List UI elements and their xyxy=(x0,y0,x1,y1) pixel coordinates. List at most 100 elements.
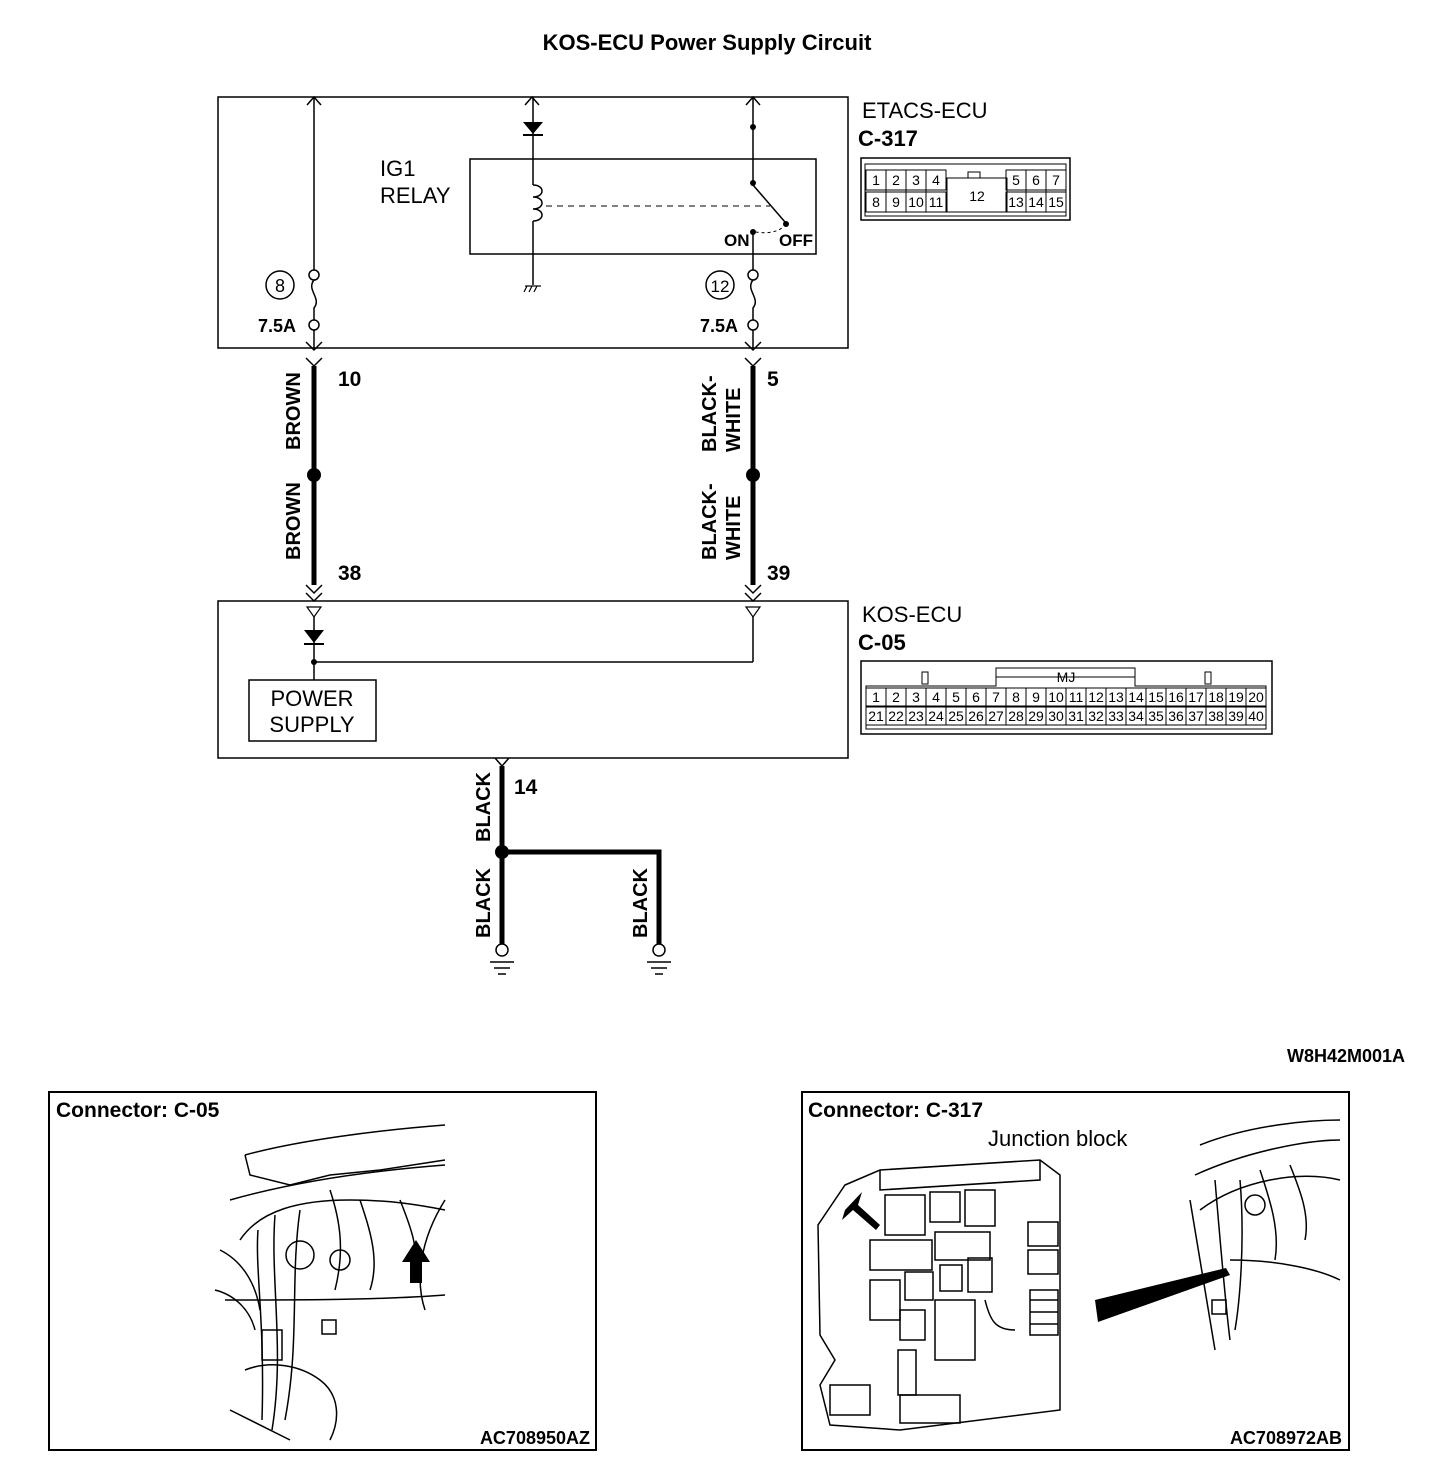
pin: 33 xyxy=(1108,708,1124,724)
relay-ground-icon xyxy=(523,285,541,293)
pin: 25 xyxy=(948,708,964,724)
pin: 17 xyxy=(1188,689,1204,705)
wire-color-brown-upper: BROWN xyxy=(283,372,305,450)
fuse-terminal xyxy=(308,269,320,281)
wire-color-black-3: BLACK xyxy=(630,867,652,938)
pin: 5 xyxy=(952,689,960,705)
arrow-icon xyxy=(842,1192,880,1230)
pin: 31 xyxy=(1068,708,1084,724)
wire-color-bw-lower-2: WHITE xyxy=(723,496,745,560)
wire-color-bw-upper-1: BLACK- xyxy=(699,375,721,452)
panel-left-title: Connector: C-05 xyxy=(56,1099,220,1122)
ground-icon xyxy=(647,943,671,975)
kos-ecu-label: KOS-ECU xyxy=(862,602,962,627)
fuse-terminal xyxy=(747,319,759,331)
connector-c05-panel xyxy=(48,1091,597,1451)
fuse-12-rating: 7.5A xyxy=(700,316,738,336)
wire-color-brown-lower: BROWN xyxy=(283,482,305,560)
fuse-12-number: 12 xyxy=(711,277,730,296)
pin: 7 xyxy=(1052,172,1060,188)
pin: 5 xyxy=(1012,172,1020,188)
pin: 32 xyxy=(1088,708,1104,724)
pin: 11 xyxy=(1069,689,1084,705)
wire-color-black-1: BLACK xyxy=(473,771,495,842)
ig1-relay-box xyxy=(469,158,817,255)
relay-coil-icon xyxy=(532,184,543,285)
mj-label: MJ xyxy=(1057,669,1076,685)
relay-switch-blade xyxy=(752,184,786,223)
switch-off-label: OFF xyxy=(779,231,813,250)
pin: 38 xyxy=(1208,708,1224,724)
pin-14-label: 14 xyxy=(514,776,538,799)
power-supply-label-1: POWER xyxy=(270,686,353,711)
pin: 7 xyxy=(992,689,1000,705)
pin: 12 xyxy=(969,188,985,204)
pin: 35 xyxy=(1148,708,1164,724)
pin: 1 xyxy=(872,172,880,188)
wire-color-bw-lower-1: BLACK- xyxy=(699,483,721,560)
connector-c317-face xyxy=(860,157,1071,221)
pin: 34 xyxy=(1128,708,1144,724)
pin: 21 xyxy=(868,708,884,724)
pin-10-label: 10 xyxy=(338,368,361,391)
pin: 13 xyxy=(1008,194,1024,210)
pin: 24 xyxy=(928,708,944,724)
pin: 10 xyxy=(1048,689,1064,705)
pin: 30 xyxy=(1048,708,1064,724)
wire-black-ground xyxy=(494,757,662,945)
etacs-connector-label: C-317 xyxy=(858,126,918,151)
pin: 4 xyxy=(932,689,940,705)
pin: 8 xyxy=(872,194,880,210)
arrow-icon xyxy=(402,1240,430,1283)
connector-c317-pins: 1 2 3 4 5 6 7 12 8 9 10 11 13 14 15 xyxy=(872,172,1064,210)
pin-39-label: 39 xyxy=(767,562,790,585)
panel-right-title: Connector: C-317 xyxy=(808,1099,983,1122)
pin: 13 xyxy=(1108,689,1124,705)
relay-label-ig1: IG1 xyxy=(380,156,415,181)
pin: 37 xyxy=(1188,708,1204,724)
pin-38-label: 38 xyxy=(338,562,362,585)
wire-color-black-2: BLACK xyxy=(473,867,495,938)
kos-ecu-box xyxy=(217,600,849,759)
pin: 22 xyxy=(888,708,904,724)
pin: 14 xyxy=(1028,194,1044,210)
pin: 36 xyxy=(1168,708,1184,724)
fuse-8-number: 8 xyxy=(275,276,285,296)
pin: 15 xyxy=(1048,194,1064,210)
etacs-ecu-label: ETACS-ECU xyxy=(862,98,988,123)
pin: 19 xyxy=(1228,689,1244,705)
pin: 10 xyxy=(908,194,924,210)
pin: 18 xyxy=(1208,689,1224,705)
fuse-terminal xyxy=(747,269,759,281)
fuse-12-icon xyxy=(750,279,756,320)
pin-5-label: 5 xyxy=(767,368,779,391)
pointer-wedge-icon xyxy=(1095,1268,1230,1322)
pin: 2 xyxy=(892,172,900,188)
ground-icon xyxy=(490,943,514,975)
pin: 2 xyxy=(892,689,900,705)
pin: 4 xyxy=(932,172,940,188)
kos-connector-label: C-05 xyxy=(858,630,906,655)
wire-brown xyxy=(305,341,323,603)
pin: 29 xyxy=(1028,708,1044,724)
pin: 28 xyxy=(1008,708,1024,724)
panel-left-code: AC708950AZ xyxy=(480,1428,590,1448)
pin: 20 xyxy=(1248,689,1264,705)
fuse-8-rating: 7.5A xyxy=(258,316,296,336)
pin: 1 xyxy=(872,689,880,705)
pin: 23 xyxy=(908,708,924,724)
pin: 26 xyxy=(968,708,984,724)
pin: 39 xyxy=(1228,708,1244,724)
relay-label-relay: RELAY xyxy=(380,183,451,208)
fuse-12-badge xyxy=(705,270,735,300)
pin: 11 xyxy=(929,194,944,210)
connector-c05-face xyxy=(860,660,1273,735)
junction-block-illustration xyxy=(817,1159,1061,1431)
switch-on-label: ON xyxy=(724,231,750,250)
pin: 8 xyxy=(1012,689,1020,705)
wire-color-bw-upper-2: WHITE xyxy=(723,388,745,452)
pin: 14 xyxy=(1128,689,1144,705)
dashboard-harness-illustration xyxy=(214,1124,446,1441)
power-supply-block xyxy=(248,679,377,742)
